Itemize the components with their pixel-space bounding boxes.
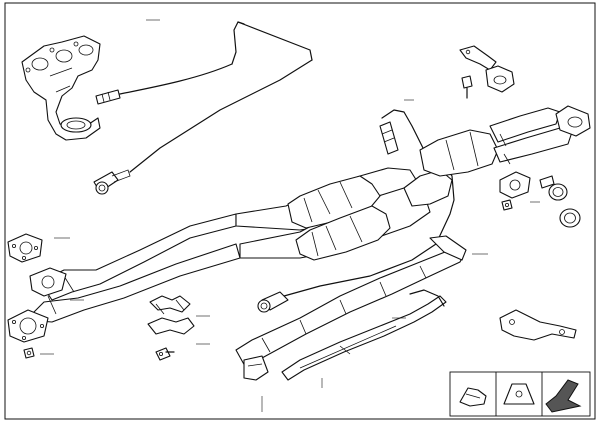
bolts-and-nuts xyxy=(501,199,513,211)
hanger-bracket xyxy=(459,45,497,71)
front-pipe xyxy=(25,213,241,323)
arrow-symbol-icon xyxy=(545,379,582,413)
sealing-rings xyxy=(539,175,581,228)
bolts-and-nuts xyxy=(461,75,473,99)
bracket-symbol-icon xyxy=(459,387,487,407)
leader-lines xyxy=(40,19,540,412)
frame xyxy=(4,2,596,420)
support-bracket xyxy=(281,289,447,381)
oxygen-sensor-rear xyxy=(257,109,455,313)
gaskets xyxy=(7,233,67,343)
flange-gasket-rear xyxy=(499,171,531,199)
bolts-and-nuts xyxy=(155,347,175,361)
support-symbol-icon xyxy=(503,383,535,405)
oxygen-sensor-front xyxy=(93,21,313,195)
heat-shield xyxy=(235,235,467,381)
rubber-mount xyxy=(485,65,515,93)
hanger-bracket xyxy=(499,309,577,341)
bolts-and-nuts xyxy=(23,347,35,359)
exhaust-manifold xyxy=(21,35,101,141)
clamp-bracket xyxy=(147,295,195,335)
catalytic-converter-assembly xyxy=(235,105,591,261)
